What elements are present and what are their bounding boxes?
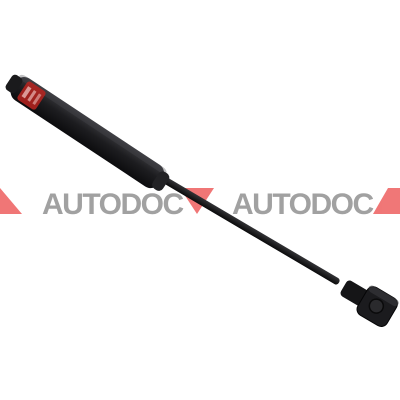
logo-mark-right	[373, 188, 400, 214]
logo-1-text: AUTODOC	[42, 188, 183, 221]
cylinder-seal	[152, 171, 170, 191]
logo-mark-left	[0, 188, 22, 214]
cylinder-cap	[5, 74, 23, 94]
label-sticker	[17, 81, 46, 110]
end-fitting	[340, 280, 399, 327]
logo-1: AUTODOC	[41, 187, 185, 222]
logo-2-text: AUTODOC	[232, 188, 373, 221]
piston-rod	[157, 174, 340, 285]
gas-spring	[5, 74, 399, 327]
cylinder-body	[10, 77, 165, 189]
watermark-logo: AUTODOC AUTODOC	[0, 187, 400, 222]
logo-2: AUTODOC	[231, 187, 375, 222]
